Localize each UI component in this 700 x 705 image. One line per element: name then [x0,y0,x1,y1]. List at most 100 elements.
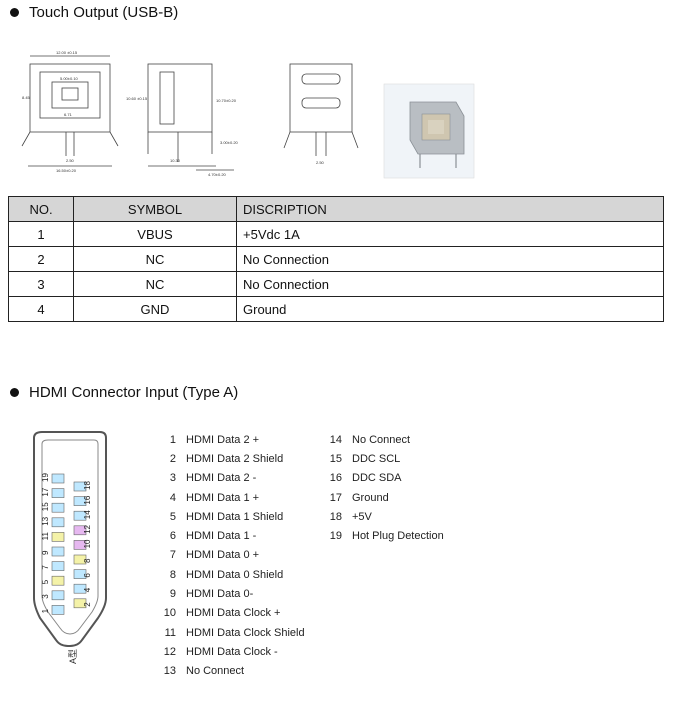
hdmi-pin-pad [51,517,65,528]
usb-section-heading: Touch Output (USB-B) [10,4,178,21]
pin-name: DDC SCL [352,452,401,465]
dim-pitch: 2.50 [66,158,75,163]
hdmi-pin-pad-number: 5 [41,579,50,584]
pin-name: HDMI Data 1 Shield [186,510,284,523]
pin-name: No Connect [352,433,411,446]
hdmi-pin-pad-number: 14 [83,510,92,519]
hdmi-pin-pad [51,502,65,513]
hdmi-pin-pad [51,488,65,498]
dim-top-width: 12.00 ±0.15 [56,50,78,55]
usb-b-connector-photo [383,83,475,179]
cell-symbol: VBUS [73,221,237,247]
pin-number: 17 [329,491,342,504]
hdmi-connector-inner-outline [41,439,99,635]
pin-list-item: 13 No Connect [154,662,305,681]
dim-side-b: 10.70±0.20 [216,98,237,103]
pin-list-item: 7 HDMI Data 0 + [154,546,305,565]
pin-name: HDMI Data 0- [186,588,254,601]
hdmi-pin-pad-number: 9 [41,550,50,555]
hdmi-pin-pad-number: 8 [83,558,92,563]
hdmi-pin-pad-number: 2 [83,602,92,607]
pin-name: HDMI Data 0 + [186,549,260,562]
hdmi-pin-pad-number: 1 [41,608,50,613]
hdmi-pin-pad-number: 18 [83,481,92,490]
pin-name: HDMI Data Clock - [186,645,278,658]
usb-front-view-drawing [21,55,119,167]
usb-b-drawings: 12.00 ±0.15 5.00±0.10 6.71 8.45 2.50 16.… [21,50,475,179]
dim-side-d: 4.70±0.20 [208,172,227,177]
pin-list-item: 6 HDMI Data 1 - [154,526,305,545]
hdmi-pin-pad [73,481,87,492]
pin-list-item: 18 +5V [320,507,444,526]
pin-number: 7 [169,549,176,562]
cell-description: No Connection [236,271,664,297]
dim-left-height: 10.60 ±0.15 [126,96,148,101]
pin-number: 16 [329,472,342,485]
hdmi-pin-pad-number: 13 [41,516,50,525]
pin-number: 6 [169,530,176,543]
bullet-icon [10,8,19,17]
pin-name: +5V [352,510,372,523]
cell-no: 4 [8,296,74,322]
pin-number: 15 [329,452,342,465]
pin-number: 10 [163,607,176,620]
hdmi-pin-pad [51,561,65,571]
dim-side-c: 3.00±0.20 [220,140,239,145]
table-row: 2 NC No Connection [8,246,664,272]
dim-inner-a: 5.00±0.10 [60,76,79,81]
hdmi-pin-pad-number: 15 [41,502,50,511]
header-description: DISCRIPTION [236,196,664,222]
hdmi-pin-pad-number: 10 [83,539,92,548]
cell-symbol: GND [73,296,237,322]
hdmi-pin-pad [73,496,87,506]
hdmi-type-label: A型 [68,649,78,664]
pin-number: 13 [163,665,176,678]
hdmi-pin-pad-number: 3 [41,594,50,599]
hdmi-pin-pad [73,598,87,609]
hdmi-pin-pad-number: 16 [83,495,92,504]
pin-name: Ground [352,491,389,504]
dim-front-pitch: 2.50 [316,160,325,165]
pin-number: 9 [169,588,176,601]
hdmi-pin-pad [73,569,87,579]
hdmi-pin-pad [73,510,87,521]
cell-no: 1 [8,221,74,247]
hdmi-pin-pad-number: 12 [83,524,92,533]
pin-name: HDMI Data 1 + [186,491,260,504]
usb-side-view-drawing [147,63,234,171]
table-row: 1 VBUS +5Vdc 1A [8,221,664,247]
pin-name: HDMI Data Clock Shield [186,626,305,639]
hdmi-pin-pad [73,554,87,565]
pin-list-item: 15 DDC SCL [320,449,444,468]
pin-name: Hot Plug Detection [352,530,444,543]
cell-symbol: NC [73,271,237,297]
pin-number: 19 [329,530,342,543]
pin-number: 18 [329,510,342,523]
hdmi-pin-pad [51,590,65,601]
hdmi-heading-text: HDMI Connector Input (Type A) [29,384,239,401]
cell-symbol: NC [73,246,237,272]
pin-number: 2 [169,452,176,465]
hdmi-pin-pad [73,583,87,594]
dim-inner-width: 8.45 [22,95,31,100]
cell-no: 3 [8,271,74,297]
bullet-icon [10,388,19,397]
usb-pin-table: NO. SYMBOL DISCRIPTION 1 VBUS +5Vdc 1A 2… [8,196,664,322]
pin-name: DDC SDA [352,472,402,485]
pin-name: HDMI Data 1 - [186,530,257,543]
hdmi-pin-pad-number: 11 [41,532,50,541]
pin-number: 14 [329,433,342,446]
table-header-row: NO. SYMBOL DISCRIPTION [8,196,664,222]
hdmi-pin-pad [73,540,87,550]
pin-name: No Connect [186,665,245,678]
hdmi-pin-pad [51,575,65,586]
